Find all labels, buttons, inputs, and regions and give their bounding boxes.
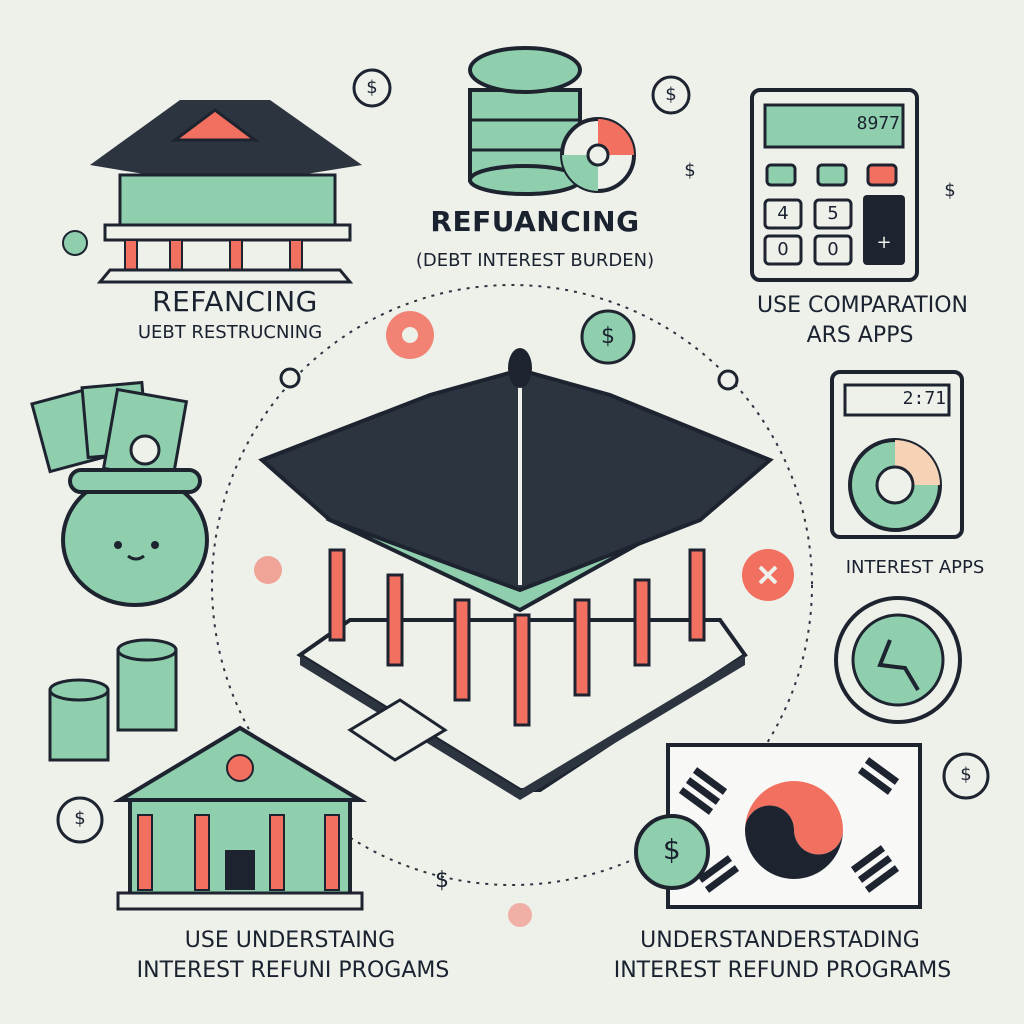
dollar-glyph: $ [684,160,696,181]
top-right-line1: USE COMPARATION [757,293,968,318]
dollar-glyph: $ [601,324,615,349]
bottom-left-line1: USE UNDERSTAING [184,928,396,953]
bottom-right-line2: INTEREST REFUND PROGRAMS [613,958,952,983]
top-left-subtitle: UEBT RESTRUCNING [137,322,323,343]
dial-app-icon [830,370,964,539]
dollar-glyph: $ [74,808,86,829]
calculator-key-0a: 0 [777,239,789,260]
flower-icon [254,311,532,927]
dollar-glyph: $ [662,833,682,866]
dollar-glyph: $ [960,764,972,785]
dial-display: 2:71 [902,388,946,409]
palace-icon [90,100,362,284]
calculator-key-plus: + [876,232,892,253]
dollar-glyph: $ [944,180,956,201]
center-heading-title: REFUANCING [430,205,640,238]
calculator-display: 8977 [856,113,900,134]
korean-flag-icon [666,743,922,909]
gauge-icon [834,596,962,724]
dollar-glyph: $ [665,84,677,105]
calculator-key-4: 4 [777,203,789,224]
calculator-key-5: 5 [827,203,839,224]
coin-stack-icon [468,46,636,196]
close-badge-icon [742,549,794,601]
bottom-left-line2: INTEREST REFUNI PROGAMS [136,958,450,983]
dollar-glyph: $ [366,77,378,98]
dollar-glyph: $ [435,868,449,893]
cycle-ring [211,284,813,886]
bottom-right-line1: UNDERSTANDERSTADING [640,928,920,953]
calculator-icon [750,88,919,282]
palace-icon [258,348,774,800]
top-left-title: REFANCING [152,285,318,318]
coin-stack-icon [48,638,178,762]
bank-icon [112,725,368,911]
top-right-line2: ARS APPS [806,323,914,348]
calculator-key-0b: 0 [827,239,839,260]
center-heading-subtitle: (DEBT INTEREST BURDEN) [415,250,655,271]
dollar-coin-icon [56,68,990,890]
mid-right-label: INTEREST APPS [845,557,985,578]
money-pot-icon [30,380,209,607]
